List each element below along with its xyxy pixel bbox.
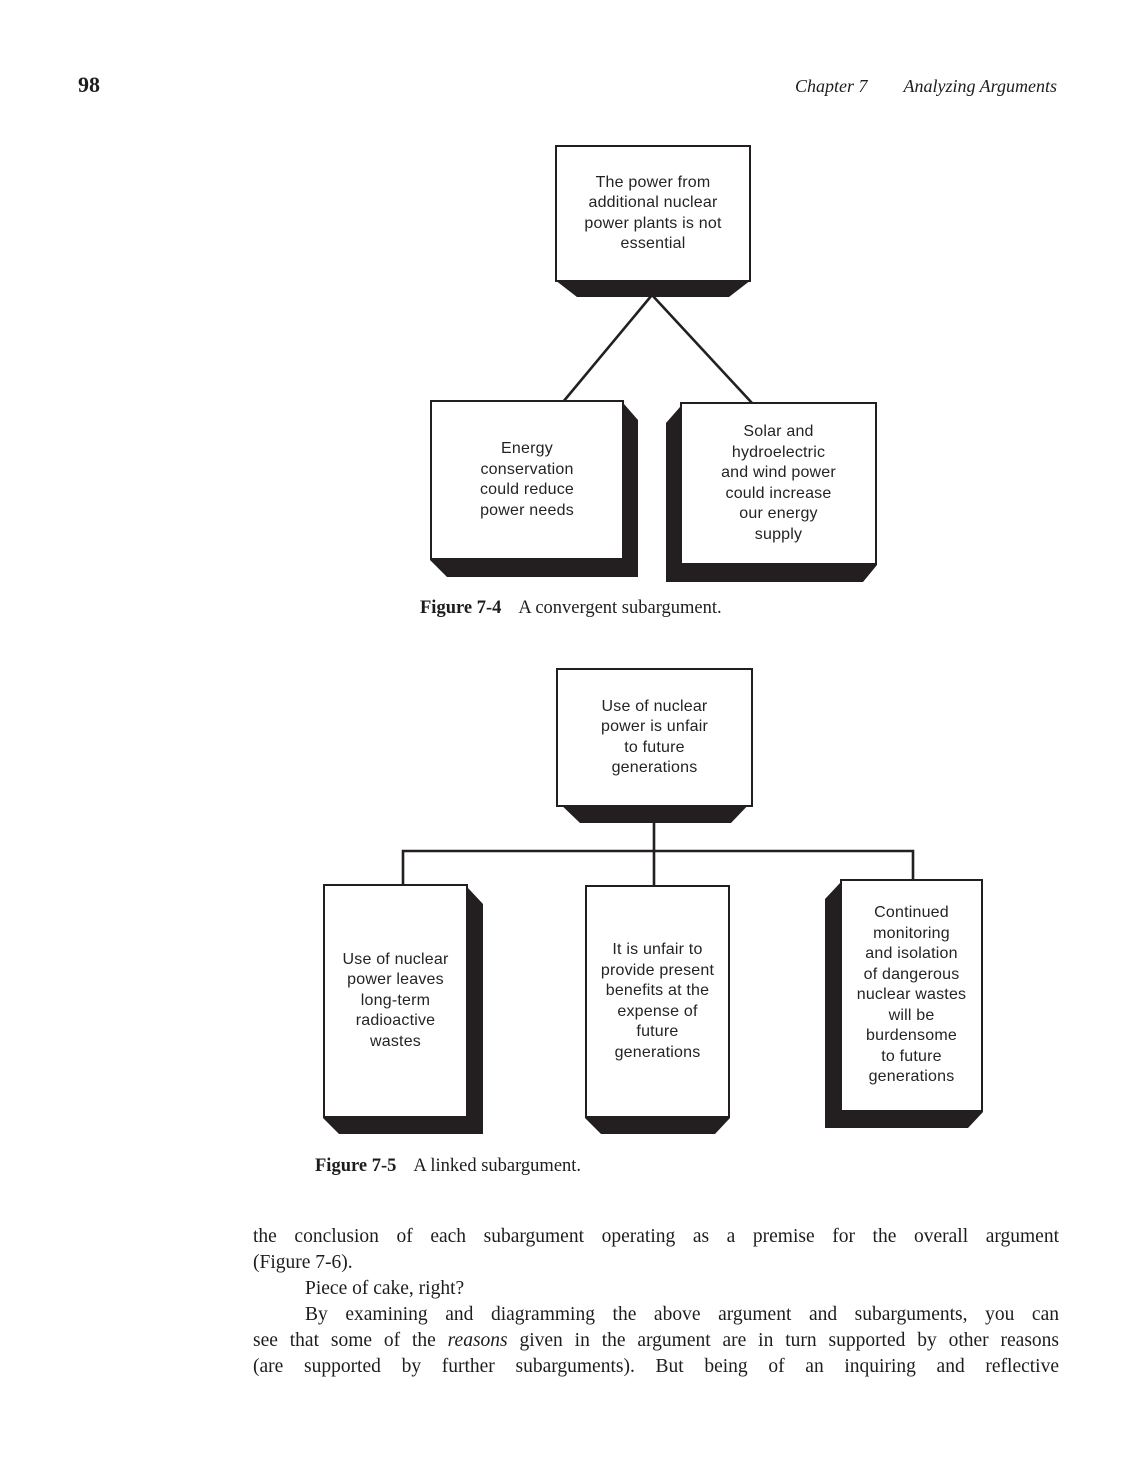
fig75-middle-premise-text: It is unfair to provide present benefits… <box>600 941 715 1061</box>
fig75-conclusion-text: Use of nuclear power is unfair to future… <box>600 697 709 777</box>
body-line-segment: given in the argument are in turn suppor… <box>507 1330 1060 1351</box>
fig75-caption: Figure 7-5 A linked subargument. <box>315 1156 581 1177</box>
body-line: (are supported by further subarguments).… <box>253 1356 1059 1377</box>
body-line: the conclusion of each subargument opera… <box>253 1226 1059 1247</box>
body-line: Piece of cake, right? <box>305 1278 465 1299</box>
fig75-caption-text: A linked subargument. <box>413 1156 582 1176</box>
fig74-caption-text: A convergent subargument. <box>518 598 722 618</box>
fig74-conclusion-text: The power from additional nuclear power … <box>584 173 722 253</box>
fig74-right-premise-box: Solar and hydroelectric and wind power c… <box>680 402 877 565</box>
fig74-left-connector-line <box>562 294 653 403</box>
page-number: 98 <box>78 72 100 97</box>
fig74-caption-label: Figure 7-4 <box>420 598 502 618</box>
fig74-right-connector-line <box>651 294 753 404</box>
body-line-segment: see that some of the <box>253 1330 448 1351</box>
fig75-right-premise-box: Continued monitoring and isolation of da… <box>840 879 983 1112</box>
body-line-italic-word: reasons <box>447 1330 508 1351</box>
fig75-conclusion-box: Use of nuclear power is unfair to future… <box>556 668 753 807</box>
fig75-branch-connector <box>401 849 915 886</box>
fig75-caption-label: Figure 7-5 <box>315 1156 397 1176</box>
chapter-label: Chapter 7 <box>794 76 868 96</box>
body-line: see that some of the reasons given in th… <box>253 1328 1059 1354</box>
body-line: (Figure 7-6). <box>253 1252 353 1273</box>
fig75-left-premise-box: Use of nuclear power leaves long-term ra… <box>323 884 468 1118</box>
fig75-right-premise-text: Continued monitoring and isolation of da… <box>856 904 967 1086</box>
fig74-right-premise-text: Solar and hydroelectric and wind power c… <box>721 423 836 543</box>
body-text: the conclusion of each subargument opera… <box>253 1224 1059 1380</box>
fig74-left-premise-text: Energy conservation could reduce power n… <box>479 440 575 519</box>
fig74-caption: Figure 7-4 A convergent subargument. <box>420 598 722 619</box>
fig74-conclusion-box: The power from additional nuclear power … <box>555 145 751 282</box>
running-header: Chapter 7 Analyzing Arguments <box>795 76 1057 97</box>
fig75-left-premise-text: Use of nuclear power leaves long-term ra… <box>342 950 449 1050</box>
chapter-title: Analyzing Arguments <box>903 76 1058 96</box>
fig74-left-premise-box: Energy conservation could reduce power n… <box>430 400 624 560</box>
body-line: By examining and diagramming the above a… <box>305 1304 1059 1325</box>
fig75-middle-premise-box: It is unfair to provide present benefits… <box>585 885 730 1118</box>
